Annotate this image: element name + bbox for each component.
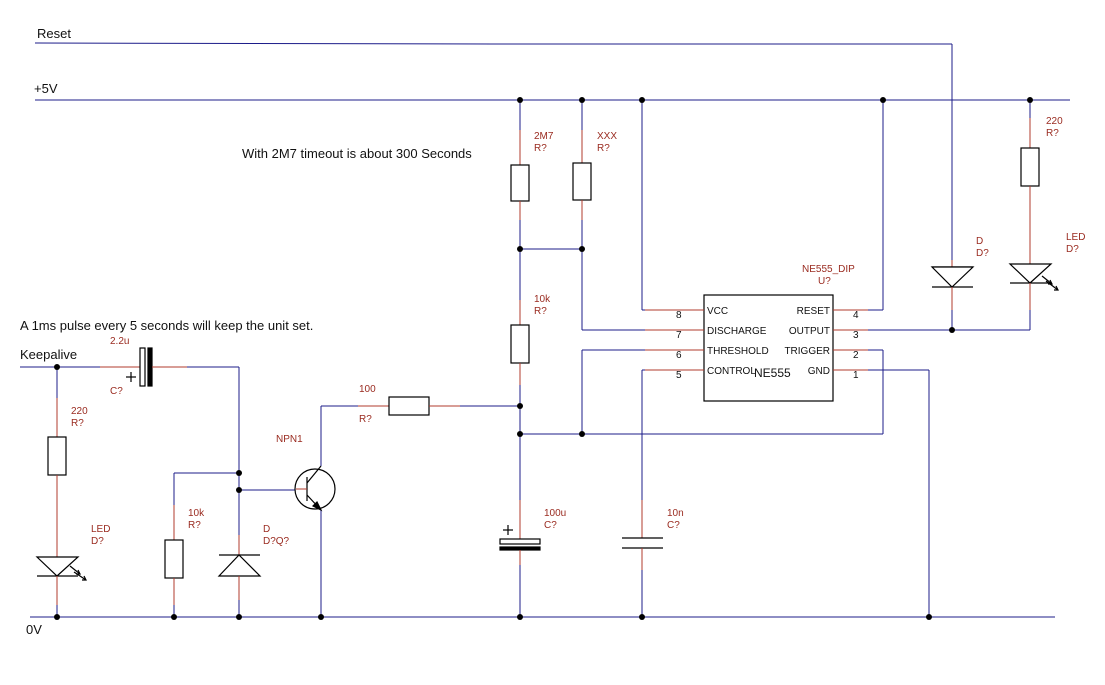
pin-name-control: CONTROL xyxy=(707,366,756,377)
pin-name-output: OUTPUT xyxy=(789,326,830,337)
d-right-ref: D? xyxy=(976,248,989,259)
net-label-reset: Reset xyxy=(37,26,71,41)
note-pulse: A 1ms pulse every 5 seconds will keep th… xyxy=(20,318,313,333)
pin-name-gnd: GND xyxy=(808,366,830,377)
note-timeout: With 2M7 timeout is about 300 Seconds xyxy=(242,146,472,161)
r-10k-bottom-value: 10k xyxy=(188,508,205,519)
led-left-value: LED xyxy=(91,524,110,535)
resistor-220-left xyxy=(47,398,67,500)
c-10n-value: 10n xyxy=(667,508,684,519)
pin-num-8: 8 xyxy=(676,310,682,321)
pin-name-reset: RESET xyxy=(797,306,830,317)
npn-value: NPN1 xyxy=(276,434,303,445)
pin-name-discharge: DISCHARGE xyxy=(707,326,767,337)
r-2m7-value: 2M7 xyxy=(534,131,554,142)
led-right-ref: D? xyxy=(1066,244,1079,255)
reset-net xyxy=(34,42,953,260)
pin-num-2: 2 xyxy=(853,350,859,361)
ic-name: NE555 xyxy=(754,366,791,380)
d-bottom-value: D xyxy=(263,524,270,535)
ne555-ic: 8 7 6 5 4 3 2 1 VCC DISCHARGE THRESHOLD … xyxy=(645,294,868,402)
c-2u2-value: 2.2u xyxy=(110,336,129,347)
ic-value: NE555_DIP xyxy=(802,264,855,275)
d-bottom-ref: D?Q? xyxy=(263,536,290,547)
pin-num-1: 1 xyxy=(853,370,859,381)
resistor-10k-bottom xyxy=(164,505,184,605)
pin-name-trigger: TRIGGER xyxy=(784,346,830,357)
net-label-keepalive: Keepalive xyxy=(20,347,77,362)
pin-num-3: 3 xyxy=(853,330,859,341)
r-100-value: 100 xyxy=(359,384,376,395)
r-10k-bottom-ref: R? xyxy=(188,520,201,531)
resistor-10k-top xyxy=(510,300,530,385)
diode-right xyxy=(930,260,975,310)
c-100u-ref: C? xyxy=(544,520,557,531)
pin-name-threshold: THRESHOLD xyxy=(707,346,769,357)
net-label-vcc: +5V xyxy=(34,81,58,96)
resistor-xxx xyxy=(572,130,592,220)
r-220-right-ref: R? xyxy=(1046,128,1059,139)
ic-ref: U? xyxy=(818,276,831,287)
pin-num-5: 5 xyxy=(676,370,682,381)
r-220-right-value: 220 xyxy=(1046,116,1063,127)
npn-transistor xyxy=(294,465,336,512)
pin-num-7: 7 xyxy=(676,330,682,341)
led-right-value: LED xyxy=(1066,232,1085,243)
capacitor-10n xyxy=(622,500,663,570)
c-10n-ref: C? xyxy=(667,520,680,531)
c-2u2-ref: C? xyxy=(110,386,123,397)
capacitor-100u xyxy=(499,500,541,565)
resistor-100 xyxy=(358,396,460,416)
pin-num-6: 6 xyxy=(676,350,682,361)
led-right xyxy=(1008,230,1059,310)
led-left-ref: D? xyxy=(91,536,104,547)
d-right-value: D xyxy=(976,236,983,247)
r-220-left-ref: R? xyxy=(71,418,84,429)
r-100-ref: R? xyxy=(359,414,372,425)
pin-name-vcc: VCC xyxy=(707,306,728,317)
r100-wires xyxy=(239,405,358,617)
c-100u-value: 100u xyxy=(544,508,566,519)
r-10k-top-ref: R? xyxy=(534,306,547,317)
resistor-220-right xyxy=(1020,118,1040,230)
left-wires xyxy=(20,366,240,617)
pin-num-4: 4 xyxy=(853,310,859,321)
timing-wires xyxy=(460,100,1031,617)
net-label-gnd: 0V xyxy=(26,622,42,637)
r-10k-top-value: 10k xyxy=(534,294,551,305)
resistor-2m7 xyxy=(510,130,530,220)
r-220-left-value: 220 xyxy=(71,406,88,417)
r-xxx-value: XXX xyxy=(597,131,617,142)
capacitor-2u2 xyxy=(100,347,187,387)
r-2m7-ref: R? xyxy=(534,143,547,154)
r-xxx-ref: R? xyxy=(597,143,610,154)
diode-bottom xyxy=(217,535,262,600)
led-left xyxy=(35,500,87,605)
junction-dots xyxy=(54,97,1033,620)
